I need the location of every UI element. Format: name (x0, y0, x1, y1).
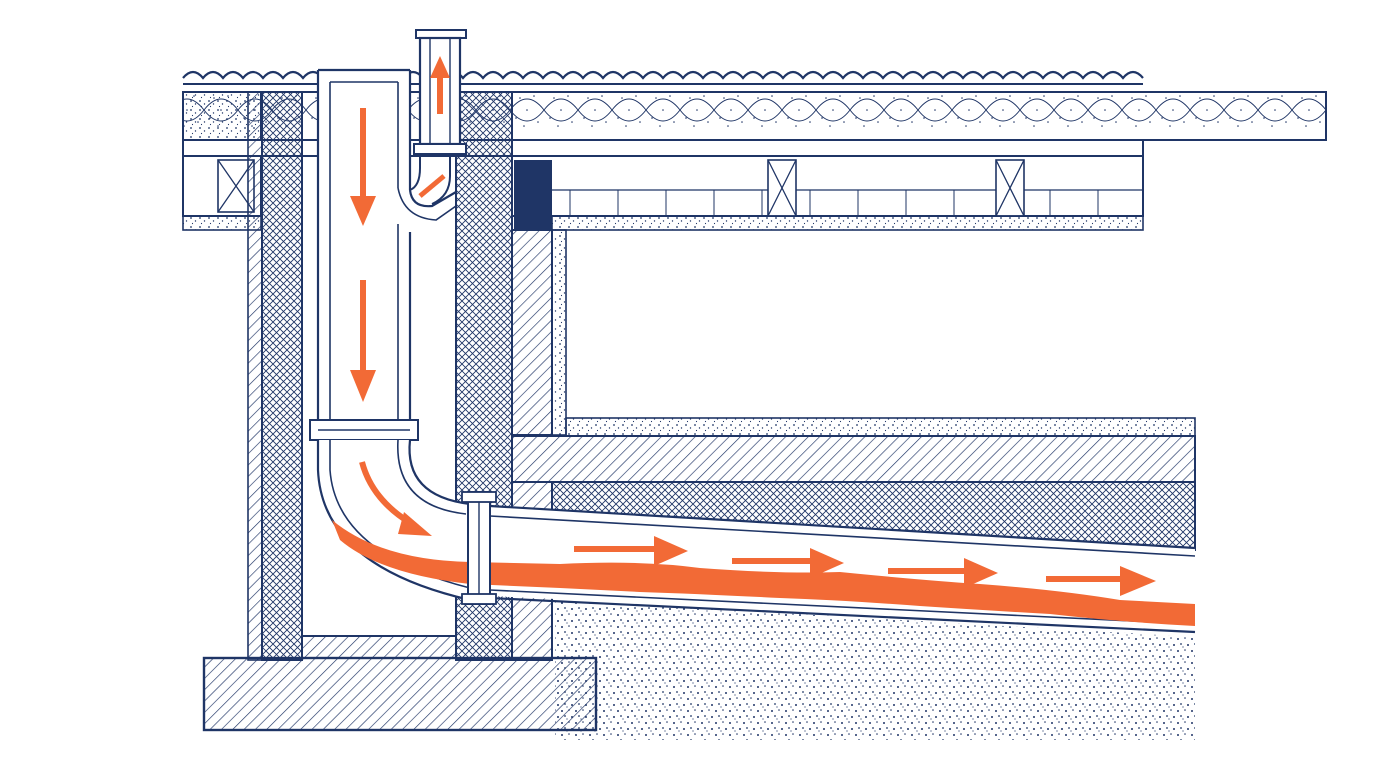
arrow-right-icon (732, 548, 844, 578)
floor-slab (511, 417, 1196, 552)
arrow-up-icon (430, 56, 450, 114)
arrow-down-icon (350, 280, 376, 402)
branch-inlet (397, 187, 457, 221)
gravel-bed (555, 600, 1195, 740)
left-wall (247, 91, 303, 661)
arrow-right-icon (1046, 566, 1156, 596)
flow-arrows (350, 56, 1156, 596)
arrow-down-icon (350, 108, 376, 226)
arrow-curve-icon (418, 174, 446, 198)
pipe-coupling (461, 491, 497, 605)
chamber-base (301, 635, 457, 659)
wastewater-flow (332, 520, 1195, 626)
arrow-right-icon (888, 558, 998, 588)
footing (202, 656, 598, 732)
arrow-right-icon (574, 536, 688, 566)
arrow-curve-icon (359, 461, 432, 536)
